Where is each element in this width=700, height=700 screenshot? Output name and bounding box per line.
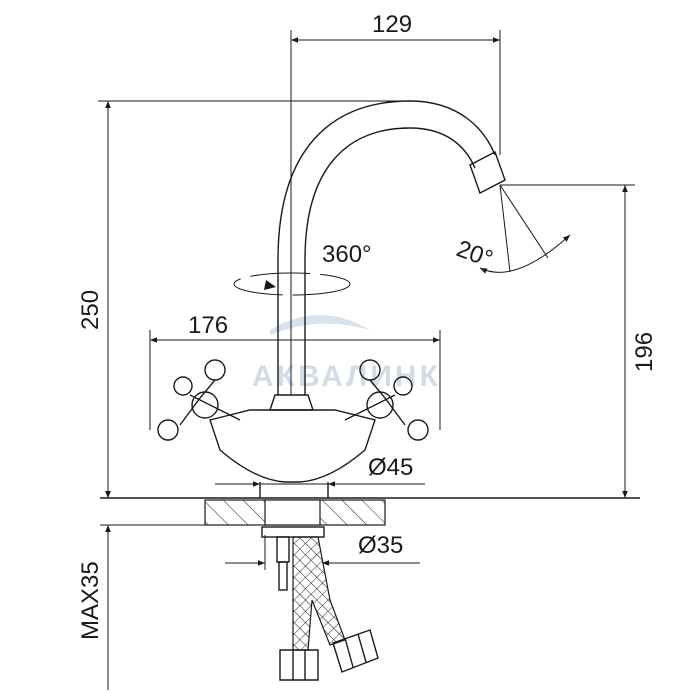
faucet-body xyxy=(157,359,429,498)
dim-196: 196 xyxy=(631,332,658,372)
dimension-total-height: 250 xyxy=(77,100,410,498)
dim-20-deg: 20° xyxy=(453,235,496,273)
left-handle xyxy=(157,359,241,441)
mounting-hardware xyxy=(261,526,379,681)
aerator xyxy=(469,151,506,194)
watermark-text: АКВАЛИНК xyxy=(252,360,441,393)
dim-max35: MAX35 xyxy=(77,561,104,640)
right-handle xyxy=(344,359,429,441)
dim-129: 129 xyxy=(372,11,412,38)
dimension-hole-diameter: Ø35 xyxy=(225,532,420,570)
mounting-hole xyxy=(264,499,321,526)
hose-nut-right xyxy=(332,629,379,673)
hose-nut-left xyxy=(279,649,319,681)
dimension-rotation: 360° xyxy=(233,241,372,296)
spout xyxy=(277,100,506,395)
dimension-handle-span: 176 xyxy=(149,312,441,430)
dim-360-deg: 360° xyxy=(322,241,372,268)
dimension-spout-reach: 129 xyxy=(290,11,501,260)
dimension-base-diameter: Ø45 xyxy=(215,454,425,487)
watermark: АКВАЛИНК xyxy=(252,315,441,393)
dim-o35: Ø35 xyxy=(358,532,403,559)
dim-250: 250 xyxy=(77,290,104,330)
flex-hoses xyxy=(292,536,346,651)
dim-176: 176 xyxy=(188,312,228,339)
watermark-wave-icon xyxy=(270,315,370,335)
rotation-arrow-icon xyxy=(264,280,276,290)
dimension-aerator-angle: 20° xyxy=(453,184,571,274)
dim-o45: Ø45 xyxy=(368,454,413,481)
dimension-max-thickness: MAX35 xyxy=(77,470,205,690)
dimension-spout-height: 196 xyxy=(500,184,658,498)
